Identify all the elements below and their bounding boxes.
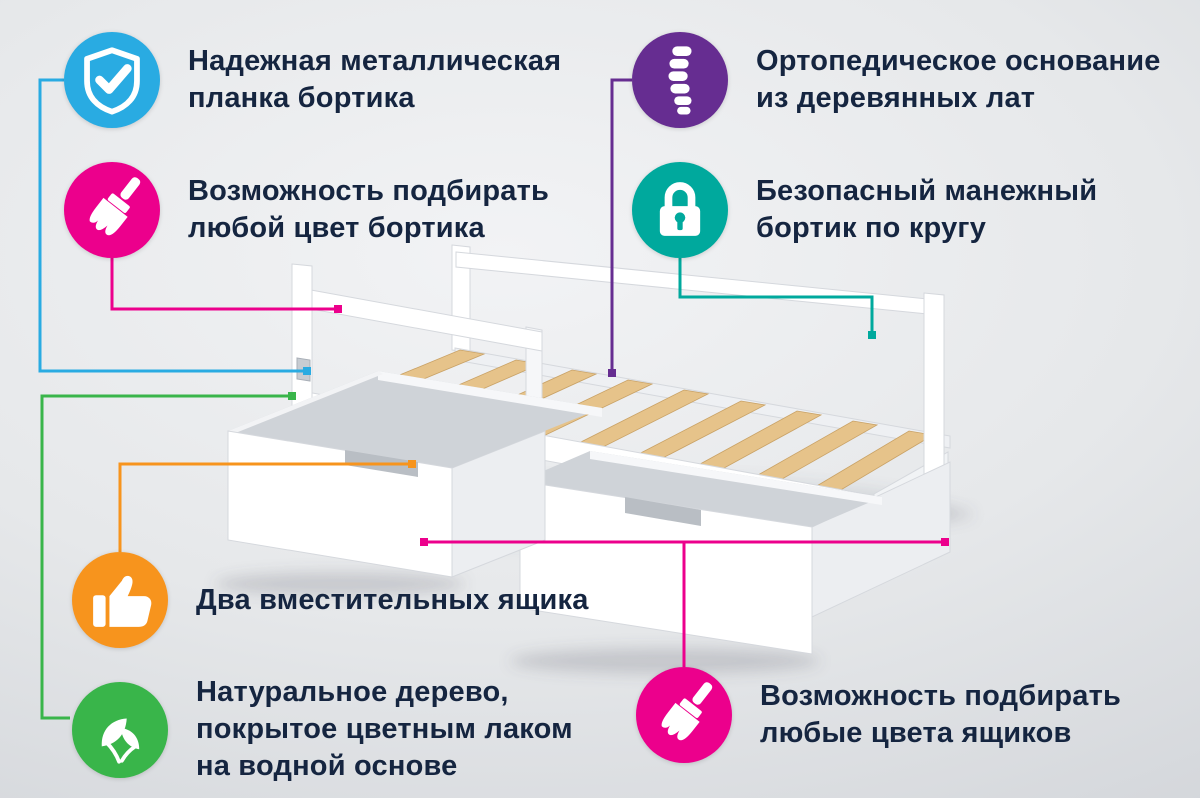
marker-drawer-colors-right [941,538,949,546]
thumbs-up-icon [72,552,168,648]
feature-label-safe-rail: Безопасный манежный бортик по кругу [756,175,1098,244]
feature-label-two-drawers: Два вместительных ящика [196,583,589,616]
feature-label-rail-color: Возможность подбирать любой цвет бортика [188,175,550,244]
marker-natural-wood [288,392,296,400]
drawer-left [227,371,602,578]
connector-natural-wood [40,394,292,720]
lock-icon [632,162,728,258]
connector-lines [38,78,945,720]
marker-metal-plank [303,367,311,375]
paintbrush-icon [636,667,732,763]
connector-safe-rail [678,258,874,331]
feature-metal-plank: Надежная металлическая планка бортика [64,32,561,128]
feature-drawer-colors: Возможность подбирать любые цвета ящиков [636,667,1121,763]
connector-rail-color [110,258,334,311]
spine-icon [632,32,728,128]
connector-drawer-colors [424,540,945,667]
back-rail [455,251,939,316]
marker-drawer-colors-left [420,538,428,546]
feature-label-orthopedic-base: Ортопедическое основание из деревянных л… [756,45,1161,114]
paintbrush-icon [64,162,160,258]
feature-natural-wood: Натуральное дерево, покрытое цветным лак… [72,674,573,785]
feature-label-metal-plank: Надежная металлическая планка бортика [188,45,562,114]
drawer-right [519,451,951,655]
marker-two-drawers [408,460,416,468]
feature-safe-rail: Безопасный манежный бортик по кругу [632,162,1097,258]
marker-orthopedic-base [608,369,616,377]
connector-two-drawers [118,462,408,552]
connector-orthopedic-base [610,78,632,369]
drawer-right-opening [520,451,882,527]
connector-metal-plank [38,78,303,373]
shield-check-icon [64,32,160,128]
drawer-right-back-rim [590,451,882,505]
feature-label-natural-wood: Натуральное дерево, покрытое цветным лак… [196,676,573,782]
drawer-left-left-rim [228,371,383,434]
marker-rail-color [334,305,342,313]
guard-rail [299,287,543,352]
drawer-left-back-rim [378,371,602,417]
connector-markers [288,305,949,546]
drawer-right-handle [625,497,701,526]
marker-safe-rail [868,331,876,339]
leaf-icon [72,681,168,778]
feature-label-drawer-colors: Возможность подбирать любые цвета ящиков [760,680,1122,749]
feature-rail-color: Возможность подбирать любой цвет бортика [64,162,549,258]
drawer-right-face [519,480,813,655]
feature-two-drawers: Два вместительных ящика [72,552,589,648]
feature-orthopedic-base: Ортопедическое основание из деревянных л… [632,32,1161,128]
